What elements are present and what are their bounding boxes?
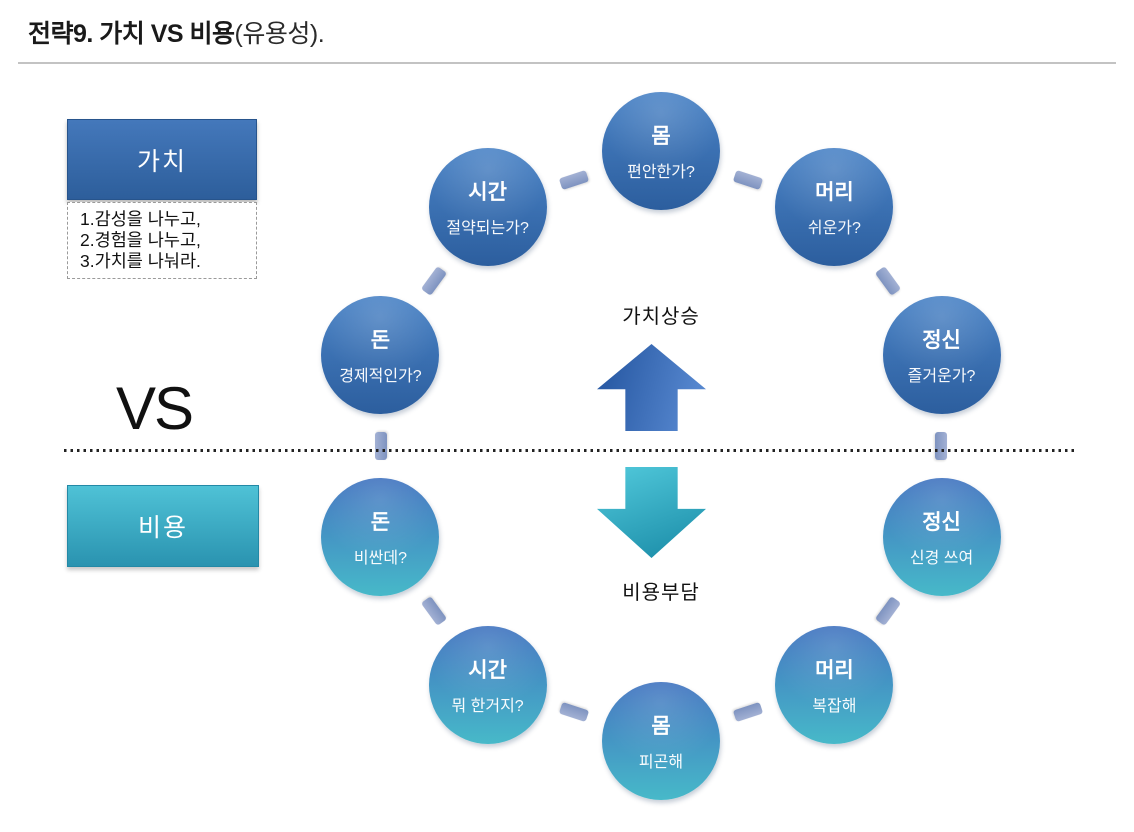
ring-connector-dash (874, 266, 901, 297)
ring-connector-dash (559, 169, 590, 190)
vs-label: VS (116, 375, 194, 442)
ring-item-title: 시간 (468, 181, 507, 205)
value-note-line: 3.가치를 나눠라. (80, 251, 201, 271)
ring-item-title: 몸 (651, 715, 671, 738)
ring-item-subtitle: 편안한가? (627, 164, 695, 181)
ring-item-subtitle: 피곤해 (638, 754, 684, 771)
ring-connector-dash (559, 702, 590, 723)
value-card-label: 가치 (136, 147, 187, 176)
ring-item-title: 돈 (370, 328, 391, 352)
cost-card: 비용 (67, 485, 259, 567)
ring-item-subtitle: 비싼데? (353, 550, 407, 568)
ring-connector-dash (421, 595, 448, 626)
cost-card-label: 비용 (137, 514, 188, 542)
ring-item-title: 돈 (370, 511, 391, 535)
page-title: 전략9. 가치 VS 비용(유용성). (28, 14, 325, 50)
ring-connector-dash (732, 702, 763, 723)
ring-connector-dash (421, 266, 448, 297)
ring-item-title: 머리 (815, 658, 854, 682)
ring-item-subtitle: 경제적인가? (339, 367, 422, 385)
value-cost-divider (64, 449, 1076, 452)
ring-item-title: 머리 (815, 181, 854, 205)
value-note-line: 2.경험을 나누고, (80, 230, 201, 250)
ring-item-title: 정신 (922, 328, 961, 352)
ring-item-subtitle: 복잡해 (812, 697, 857, 715)
cost-down-label: 비용부담 (622, 582, 700, 604)
ring-connector-dash (732, 169, 763, 190)
ring-item-subtitle: 즐거운가? (907, 367, 976, 385)
ring-item-subtitle: 뭐 한거지? (451, 697, 524, 715)
ring-item-subtitle: 신경 쓰여 (909, 550, 974, 568)
value-card-header: 가치 (67, 119, 257, 200)
page-title-main: 전략9. 가치 VS 비용 (28, 20, 235, 48)
ring-item-title: 시간 (468, 658, 507, 682)
ring-item-title: 정신 (922, 511, 961, 535)
page-title-suffix: (유용성). (234, 20, 325, 48)
ring-item-title: 몸 (651, 125, 671, 148)
ring-connector-dash (375, 432, 387, 460)
ring-connector-dash (874, 595, 901, 626)
value-notes: 1.감성을 나누고, 2.경험을 나누고, 3.가치를 나눠라. (67, 202, 257, 279)
ring-item-subtitle: 절약되는가? (446, 220, 529, 238)
header-divider (18, 62, 1116, 64)
value-up-label: 가치상승 (622, 306, 700, 328)
value-note-line: 1.감성을 나누고, (80, 209, 201, 229)
ring-connector-dash (935, 432, 947, 460)
value-card: 가치 1.감성을 나누고, 2.경험을 나누고, 3.가치를 나눠라. (67, 119, 257, 279)
ring-item-subtitle: 쉬운가? (807, 220, 861, 238)
